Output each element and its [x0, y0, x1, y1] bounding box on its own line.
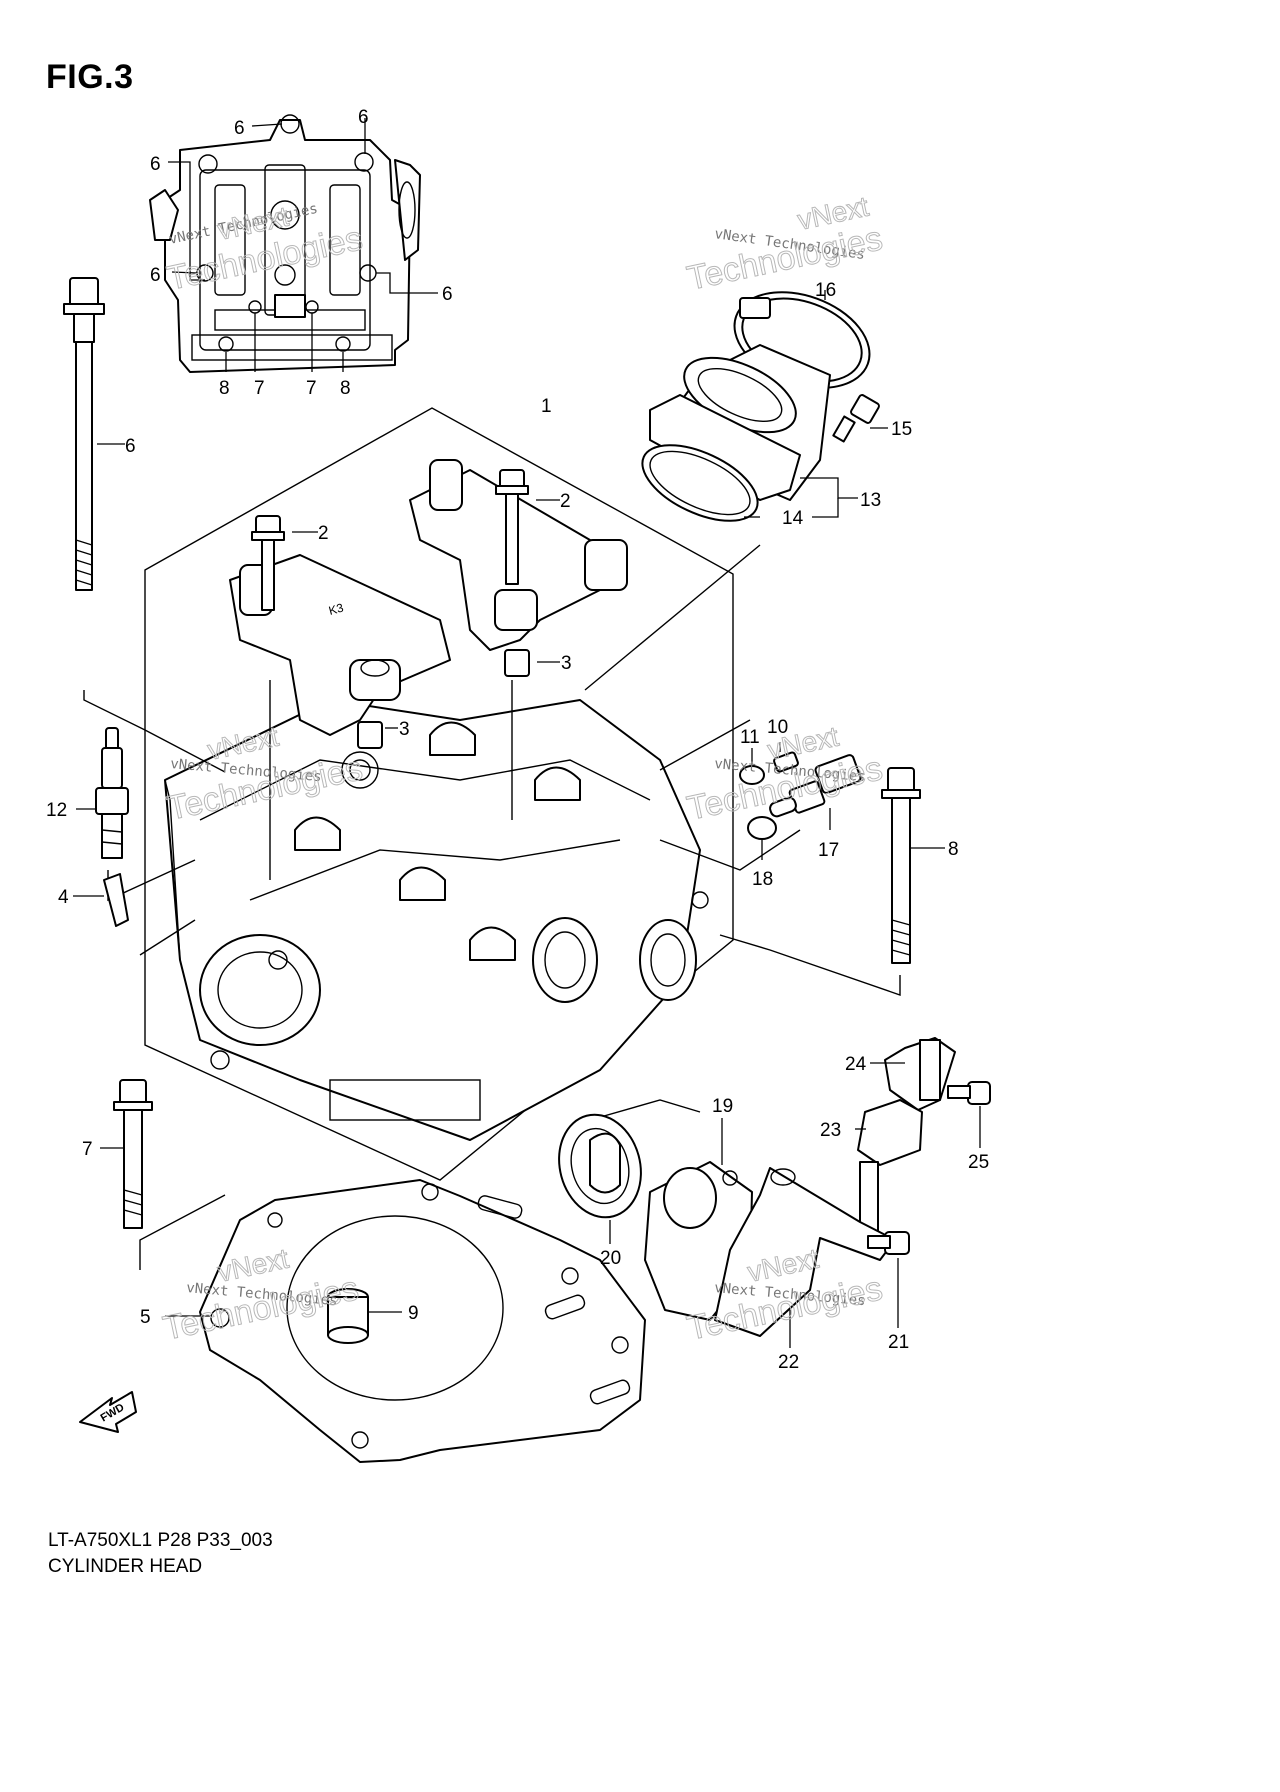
chain-guide-bracket: [884, 1037, 956, 1111]
callout-number: 6: [150, 265, 161, 286]
callout-number: 1: [541, 396, 552, 417]
callout-number: 6: [358, 107, 369, 128]
alignment-lines: [83, 544, 901, 1270]
callout-number: 7: [254, 378, 265, 399]
callout-number: 15: [891, 419, 912, 440]
inset-bolt-holes: [196, 114, 377, 352]
callout-number: 13: [860, 490, 881, 511]
callout-number: 19: [712, 1096, 733, 1117]
sensor-gasket: [747, 816, 777, 840]
callout-number: 4: [58, 887, 69, 908]
chain-guide-bolt: [947, 1081, 991, 1105]
callout-number: 9: [408, 1303, 419, 1324]
intake-oring: [641, 444, 759, 522]
callout-number: 6: [125, 436, 136, 457]
callout-number: 6: [442, 284, 453, 305]
valve-guide: [103, 873, 129, 927]
figure-title: FIG.3: [46, 58, 134, 96]
callout-number: 18: [752, 869, 773, 890]
cylinder-head-main: [144, 407, 734, 1181]
callout-labels: 6 6 6 6 6 6 8 7 7 8 1 2 2 3 3 16 15 13 1…: [46, 107, 989, 1373]
forward-direction-arrow: FWD: [79, 1391, 137, 1433]
callout-number: 16: [815, 280, 836, 301]
callout-number: 7: [306, 378, 317, 399]
callout-number: 12: [46, 800, 67, 821]
figure-code: LT-A750XL1 P28 P33_003: [48, 1530, 273, 1551]
callout-number: 25: [968, 1152, 989, 1173]
callout-number: 8: [340, 378, 351, 399]
chain-guide-cushion: [857, 1099, 923, 1235]
intake-pipe-bolt: [832, 394, 880, 443]
thermostat: [558, 1113, 642, 1219]
callout-number: 5: [140, 1307, 151, 1328]
callout-number: 10: [767, 717, 788, 738]
callout-number: 3: [561, 653, 572, 674]
holder-bolt-right: [495, 469, 529, 585]
callout-number: 22: [778, 1352, 799, 1373]
thermostat-case-cover: [714, 1167, 896, 1337]
cylinder-head-gasket: [199, 1179, 646, 1463]
callout-number: 6: [234, 118, 245, 139]
holder-bolt-left: [251, 515, 285, 611]
inset-top-view: [149, 114, 421, 373]
callout-number: 17: [818, 840, 839, 861]
callout-number: 23: [820, 1120, 841, 1141]
callout-number: 11: [740, 727, 760, 748]
callout-number: 20: [600, 1248, 621, 1269]
callout-number: 6: [150, 154, 161, 175]
head-bolt-long: [63, 277, 105, 591]
callout-number: 24: [845, 1054, 867, 1075]
head-bolt-short: [113, 1079, 153, 1229]
water-temp-sensor: [769, 754, 862, 818]
callout-number: 14: [782, 508, 804, 529]
inset-leaders: [168, 118, 438, 372]
figure-caption: CYLINDER HEAD: [48, 1556, 203, 1577]
sensor-washer: [739, 765, 765, 785]
dowel-pin-left: [357, 721, 383, 749]
callout-number: 2: [560, 491, 571, 512]
callout-number: 21: [888, 1332, 909, 1353]
callout-number: 2: [318, 523, 329, 544]
gasket-dowel-pin: [327, 1288, 369, 1344]
head-bolt-side: [881, 767, 921, 964]
thermostat-cover-bolt: [867, 1231, 910, 1255]
sensor-screw: [773, 751, 799, 773]
callout-number: 8: [948, 839, 959, 860]
spark-plug: [95, 727, 129, 859]
callout-number: 3: [399, 719, 410, 740]
callout-number: 7: [82, 1139, 93, 1160]
svg-text:K3: K3: [327, 600, 345, 617]
dowel-pin-right: [504, 649, 530, 677]
callout-number: 8: [219, 378, 230, 399]
intake-pipe: [649, 344, 831, 501]
